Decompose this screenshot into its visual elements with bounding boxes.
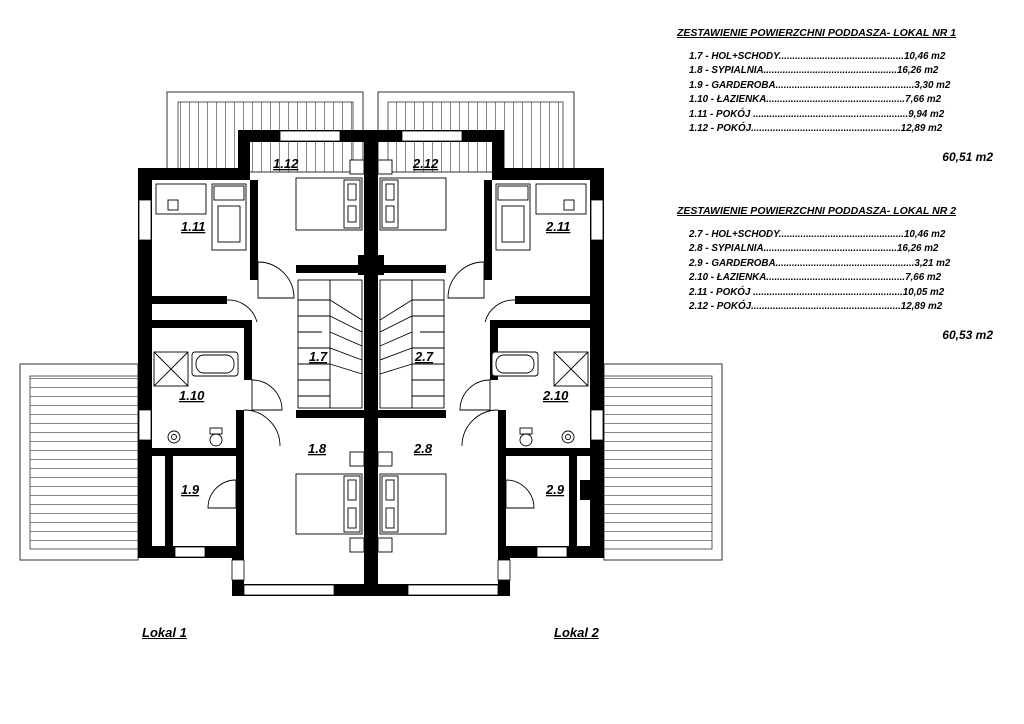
unit-label-lokal-1: Lokal 1 <box>142 625 187 640</box>
room-label-2-8: 2.8 <box>413 441 433 456</box>
room-label-2-10: 2.10 <box>542 388 569 403</box>
table-row: 2.7 - HOL+SCHODY........................… <box>689 229 946 240</box>
table-row: 1.8 - SYPIALNIA.........................… <box>689 65 939 77</box>
interior-walls <box>152 130 590 596</box>
furniture <box>155 159 587 553</box>
table-row: 2.9 - GARDEROBA.........................… <box>689 257 951 269</box>
room-label-2-11: 2.11 <box>545 219 570 234</box>
table-row: 2.11 - POKÓJ ...........................… <box>689 286 945 298</box>
unit-label-lokal-2: Lokal 2 <box>554 625 599 640</box>
table-total: 60,53 m2 <box>942 328 993 343</box>
windows <box>138 130 604 596</box>
table-row: 1.10 - ŁAZIENKA.........................… <box>689 94 942 106</box>
room-label-1-7: 1.7 <box>309 349 328 364</box>
room-label-2-12: 2.12 <box>412 156 439 171</box>
table-row: 2.12 - POKÓJ............................… <box>689 301 943 313</box>
room-label-1-8: 1.8 <box>308 441 327 456</box>
table-title: ZESTAWIENIE POWIERZCHNI PODDASZA- LOKAL … <box>677 27 957 39</box>
table-row: 1.11 - POKÓJ ...........................… <box>689 108 945 120</box>
room-labels: 1.12 2.12 1.11 2.11 1.7 2.7 1.10 2.10 1.… <box>179 156 570 497</box>
roof-window-left <box>19 363 139 561</box>
table-row: 2.10 - ŁAZIENKA.........................… <box>689 272 942 284</box>
roof-window-right <box>603 363 723 561</box>
room-label-1-12: 1.12 <box>273 156 299 171</box>
room-label-2-7: 2.7 <box>414 349 434 364</box>
room-label-1-9: 1.9 <box>181 482 200 497</box>
doors <box>207 261 535 509</box>
area-table-lokal-1: ZESTAWIENIE POWIERZCHNI PODDASZA- LOKAL … <box>677 27 993 164</box>
table-row: 1.7 - HOL+SCHODY........................… <box>689 51 946 62</box>
room-label-1-11: 1.11 <box>181 219 205 234</box>
room-label-2-9: 2.9 <box>545 482 565 497</box>
table-row: 1.12 - POKÓJ............................… <box>689 123 943 135</box>
area-table-lokal-2: ZESTAWIENIE POWIERZCHNI PODDASZA- LOKAL … <box>677 205 993 342</box>
table-title: ZESTAWIENIE POWIERZCHNI PODDASZA- LOKAL … <box>677 205 957 217</box>
room-label-1-10: 1.10 <box>179 388 205 403</box>
bathroom-fixtures <box>153 351 589 447</box>
stairs <box>297 279 445 409</box>
table-total: 60,51 m2 <box>942 150 993 165</box>
table-row: 1.9 - GARDEROBA.........................… <box>689 79 951 91</box>
table-row: 2.8 - SYPIALNIA.........................… <box>689 243 939 255</box>
